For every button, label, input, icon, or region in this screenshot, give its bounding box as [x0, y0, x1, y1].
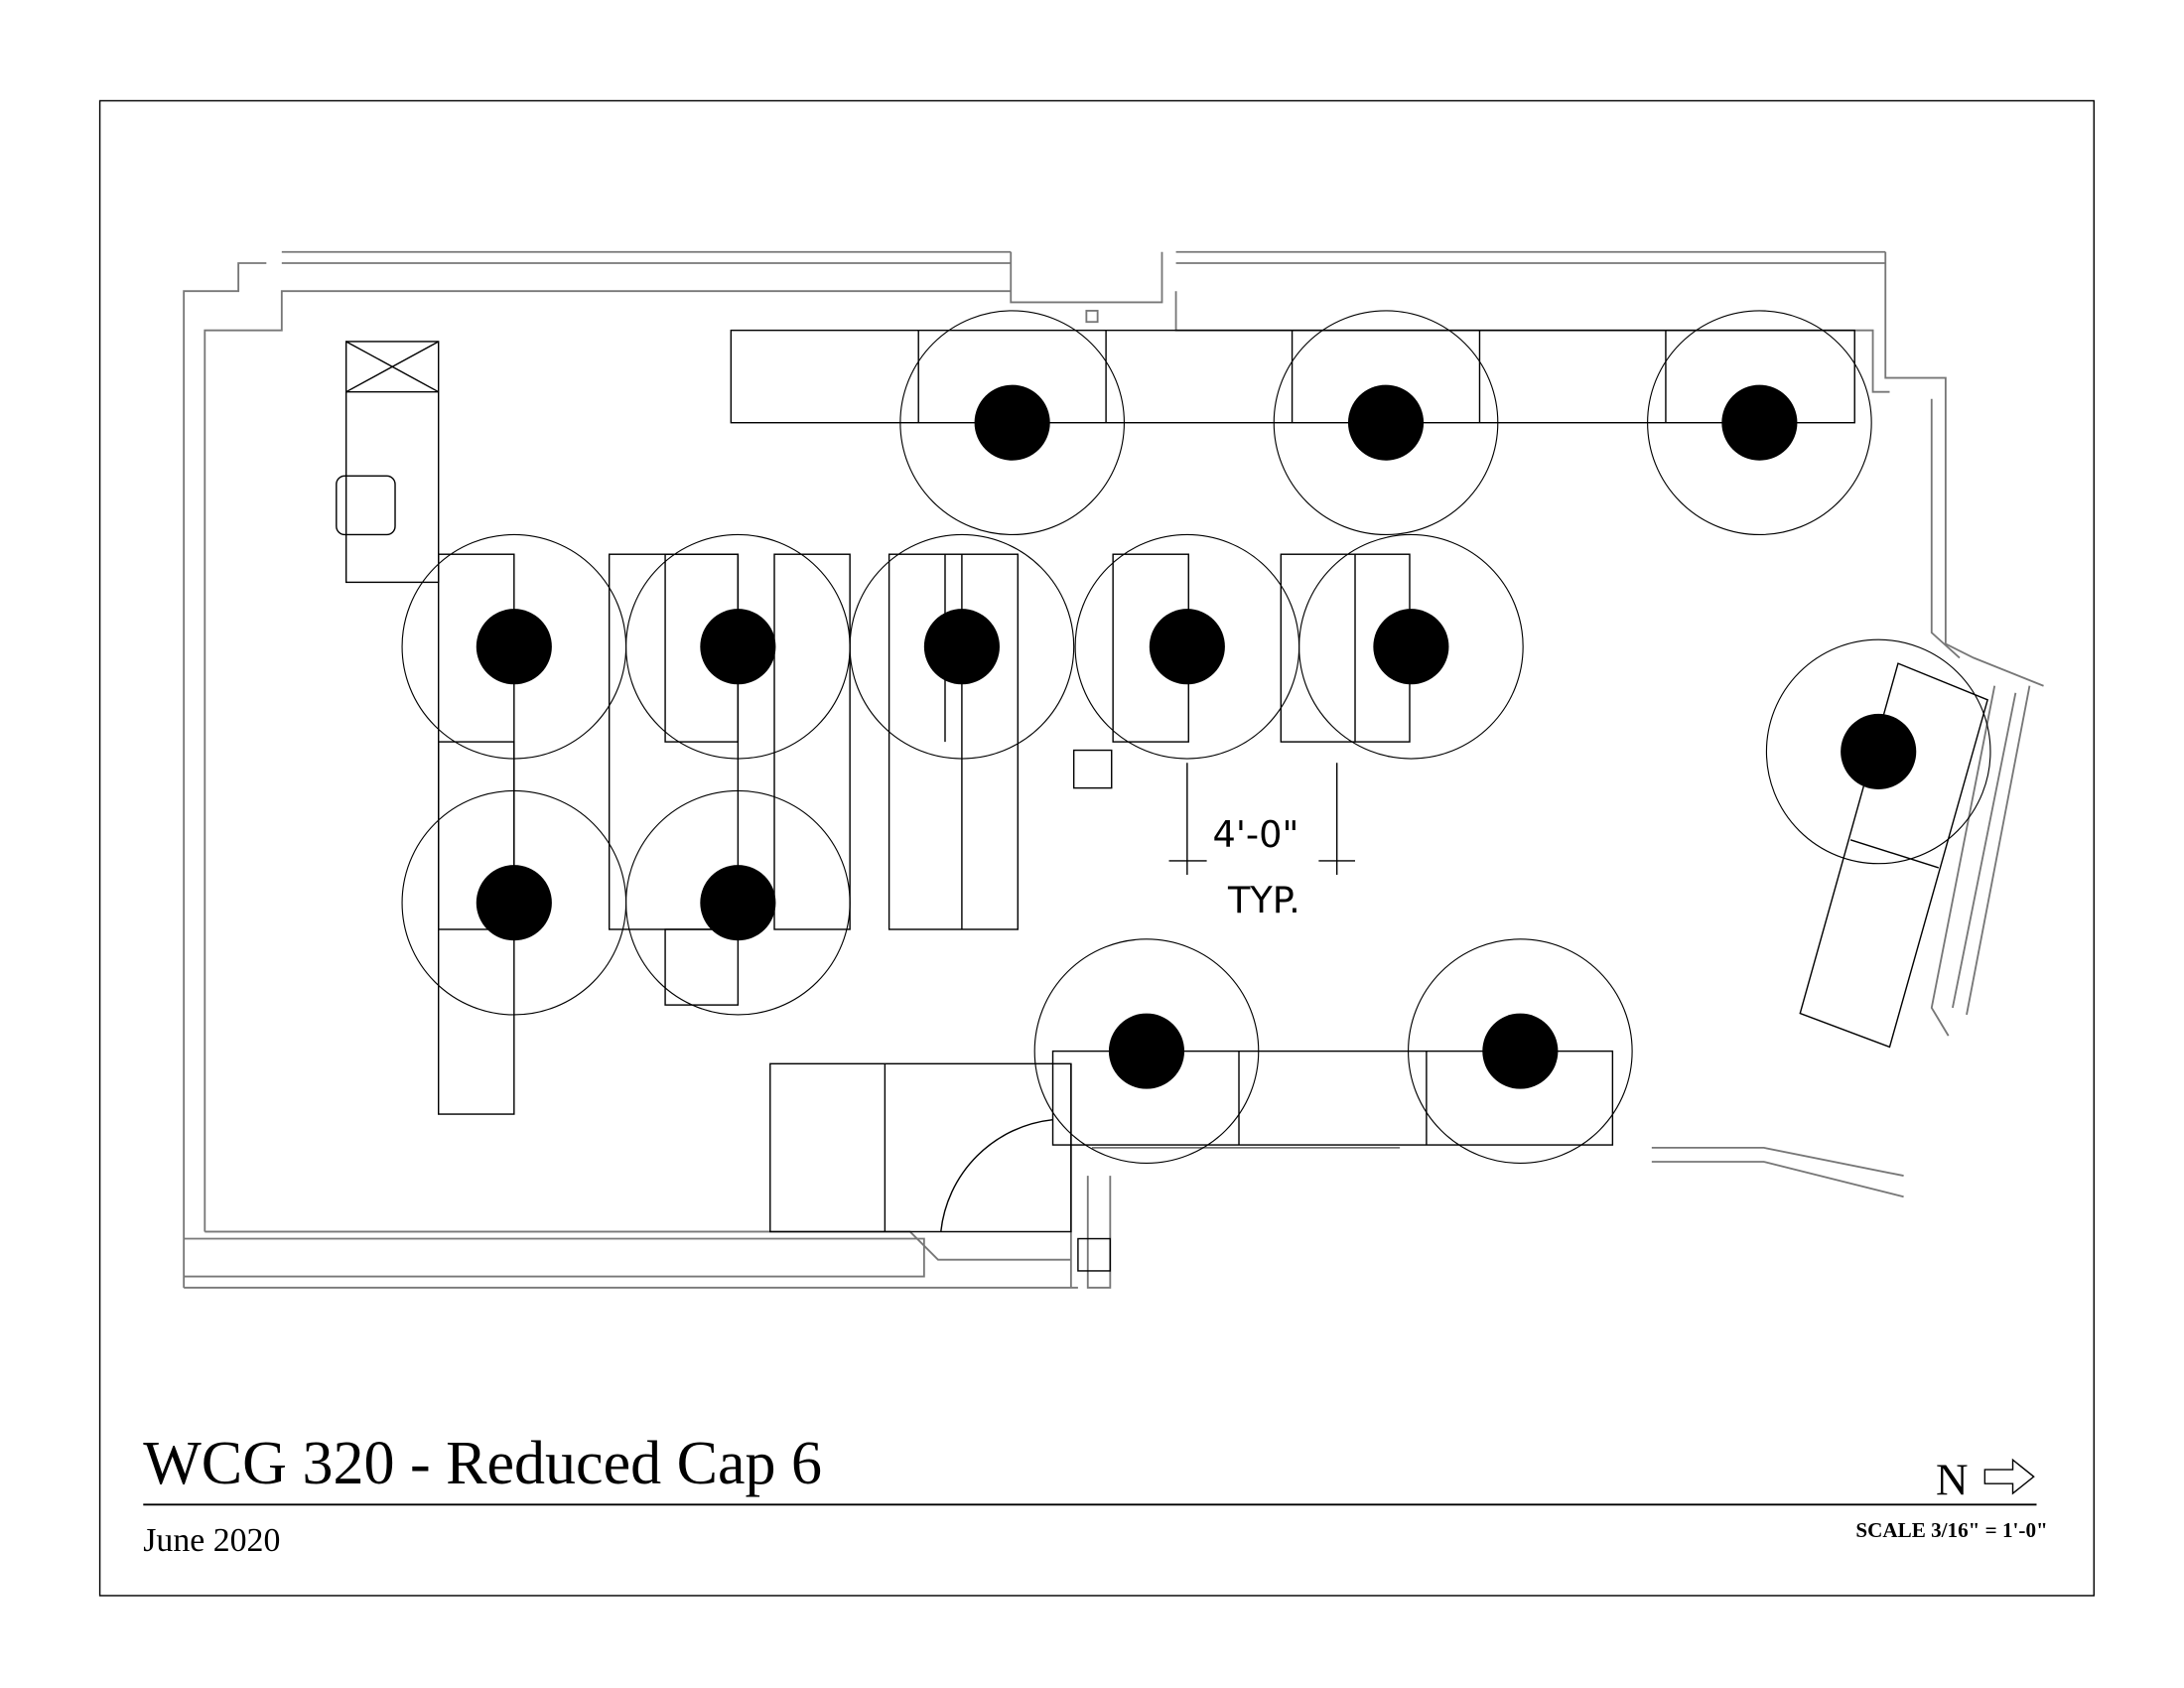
chair	[336, 475, 396, 536]
seats	[401, 310, 1991, 1164]
desk-east	[1799, 662, 1989, 1049]
scale-label: SCALE 3/16" = 1'-0"	[1855, 1518, 2047, 1542]
instructor-station	[344, 341, 440, 584]
distancing-radius	[899, 310, 1125, 536]
sheet-date: June 2020	[143, 1522, 280, 1559]
seat-marker	[1108, 1013, 1185, 1089]
north-arrow-icon	[1983, 1458, 2035, 1495]
seat-marker	[476, 609, 552, 685]
seat-marker	[1347, 384, 1425, 461]
dimension-note: TYP.	[1227, 879, 1300, 921]
sheet-border	[98, 99, 2095, 1597]
seat-marker	[923, 609, 1000, 685]
distancing-radius	[849, 533, 1075, 760]
distancing-radius	[1647, 310, 1872, 536]
desk-row-south	[1051, 1050, 1614, 1146]
seat-marker	[974, 384, 1050, 461]
column	[1072, 749, 1113, 789]
distancing-radius	[1765, 638, 1991, 865]
distancing-radius	[625, 789, 851, 1016]
sheet-title: WCG 320 - Reduced Cap 6	[143, 1430, 822, 1497]
seat-marker	[1841, 713, 1917, 790]
distancing-radius	[1033, 938, 1260, 1164]
door-swing	[940, 1118, 1053, 1232]
seat-marker	[1721, 384, 1798, 461]
seat-marker	[700, 609, 776, 685]
distancing-radius	[1273, 310, 1499, 536]
distancing-radius	[1408, 938, 1633, 1164]
dimension-typ	[1168, 763, 1356, 876]
furniture	[336, 329, 1989, 1272]
seat-marker	[1482, 1013, 1559, 1089]
cabinet	[769, 1062, 1072, 1233]
distancing-radius	[1298, 533, 1524, 760]
seat-marker	[1373, 609, 1449, 685]
north-label: N	[1936, 1455, 1969, 1504]
seat-marker	[476, 865, 552, 941]
seat-marker	[1149, 609, 1225, 685]
seat-marker	[700, 865, 776, 941]
dimension-label: 4'-0"	[1213, 813, 1299, 856]
